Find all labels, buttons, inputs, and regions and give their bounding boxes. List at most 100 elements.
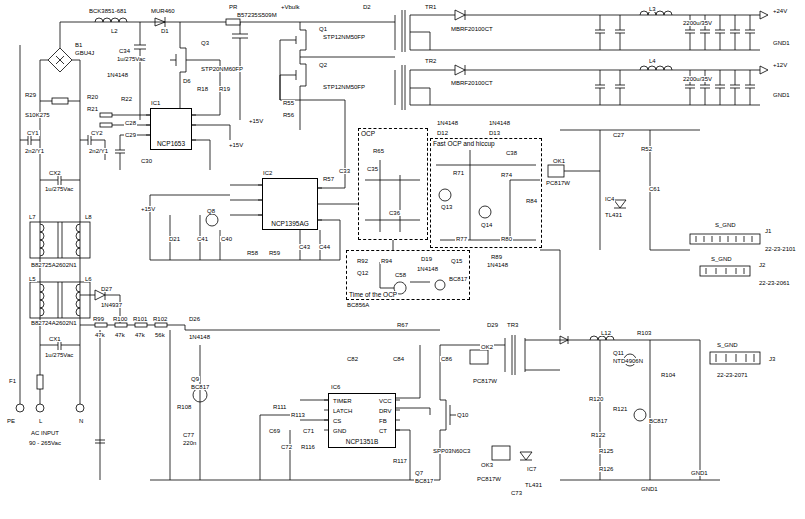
part-label: S_GND [710,256,733,262]
part-label: Q7 [414,470,424,476]
part-label: B57235S509M [236,12,278,18]
part-label: TL431 [524,482,543,488]
part-label: R111 [272,404,287,410]
part-label: R94 [380,258,393,264]
part-label: R22 [120,96,133,102]
part-label: PC817W [472,378,498,384]
part-label: CX1 [48,336,62,342]
part-label: BC817 [190,384,210,390]
part-label: 47k [134,332,146,338]
part-label: 22-23-2061 [758,280,791,286]
part-label: 1u/275Vac [44,186,74,192]
part-label: C38 [505,150,518,156]
part-label: 1N4937 [100,302,123,308]
part-label: L3 [648,6,657,12]
part-label: C69 [268,428,281,434]
part-label: S10K275 [24,112,51,118]
part-label: +15V [228,142,244,148]
part-label: 1N4148 [488,120,511,126]
part-label: NTD4906N [612,358,644,364]
part-label: R108 [176,404,192,410]
part-label: N [78,418,84,424]
part-label: 2200u/35V [682,20,713,26]
part-label: IC4 [604,196,615,202]
part-label: R80 [500,236,513,242]
part-label: 220n [182,440,197,446]
part-label: Q2 [318,62,328,68]
part-label: C71 [302,428,315,434]
wire-connector [318,204,358,205]
part-label: GBU4J [74,50,95,56]
part-label: F1 [8,378,17,384]
part-label: J3 [768,356,776,362]
part-label: L [38,418,43,424]
part-label: R120 [588,396,604,402]
part-label: R55 [282,100,295,106]
part-label: OK3 [480,462,494,468]
part-label: Q12 [356,270,369,276]
part-label: GND1 [640,486,659,492]
part-label: R117 [392,458,408,464]
part-label: FB [378,418,388,424]
part-label: STP12NM50FP [322,34,366,40]
part-label: OK1 [552,158,566,164]
part-label: J2 [758,262,766,268]
part-label: +15V [140,206,156,212]
part-label: BCK3851-681 [88,8,128,14]
part-label: Q3 [200,40,210,46]
ic-chip: NCP1395AG [262,178,318,230]
part-label: 1N4148 [436,120,459,126]
part-label: R56 [282,112,295,118]
part-label: J1 [764,228,772,234]
part-label: AC INPUT [30,430,60,436]
part-label: CY2 [90,130,104,136]
part-label: GND1 [690,470,709,476]
part-label: R74 [500,172,513,178]
part-label: R58 [246,250,259,256]
part-label: S_GND [716,342,739,348]
part-label: DRV [378,408,393,414]
part-label: B82725A2602N1 [30,262,78,268]
part-label: C33 [338,168,351,174]
part-label: CX2 [48,170,62,176]
part-label: SPP03N60C3 [432,448,471,454]
part-label: PC817W [545,180,571,186]
part-label: Q13 [440,204,453,210]
part-label: C27 [612,132,625,138]
part-label: D26 [188,316,201,322]
part-label: C40 [220,236,233,242]
part-label: STP12NM50FP [322,84,366,90]
part-label: R99 [92,316,105,322]
dashed-region: OCP [358,128,428,240]
part-label: R126 [598,466,614,472]
part-label: D13 [488,130,501,136]
part-label: 1N4148 [188,334,211,340]
part-label: C41 [196,236,209,242]
part-label: 56k [154,332,166,338]
part-label: MBRF20100CT [450,80,494,86]
part-label: OK2 [480,344,494,350]
part-label: GND [332,428,347,434]
part-label: Q14 [480,222,493,228]
part-label: 22-23-2101 [764,246,797,252]
part-label: R100 [112,316,128,322]
part-label: R67 [396,322,409,328]
part-label: B1 [74,42,83,48]
part-label: VCC [378,398,393,404]
part-label: 1N4148 [416,266,439,272]
part-label: D1 [160,28,170,34]
part-label: L6 [84,276,93,282]
part-label: R57 [322,176,335,182]
part-label: TIMER [332,398,353,404]
part-label: 90 - 265Vac [28,440,62,446]
part-label: MBRF20100CT [450,26,494,32]
part-label: R71 [452,170,465,176]
part-label: C29 [124,132,137,138]
part-label: BC856A [346,302,370,308]
part-label: R65 [372,148,385,154]
part-label: C84 [392,356,405,362]
part-label: B82724A2602N1 [30,320,78,326]
part-label: C44 [318,244,331,250]
part-label: +24V [772,8,788,14]
part-label: CT [378,428,388,434]
